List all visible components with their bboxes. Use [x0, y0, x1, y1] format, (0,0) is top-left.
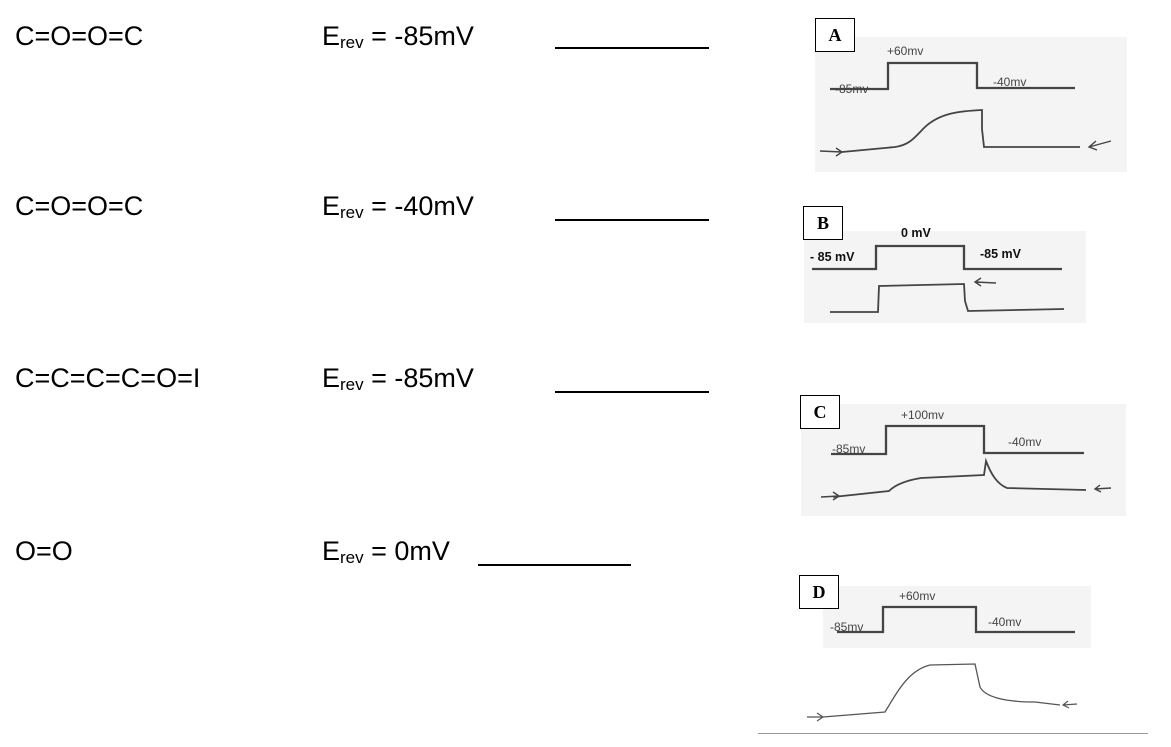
right-arrow-icon	[1087, 140, 1112, 151]
current-trace	[830, 283, 1065, 313]
panel-letter-a: A	[815, 18, 855, 52]
right-arrow-icon	[1061, 700, 1078, 709]
label-holding-potential: -85mv	[830, 620, 864, 634]
reversal-potential-4: Erev = 0mV	[322, 535, 450, 574]
erev-subscript: rev	[340, 375, 364, 394]
erev-value: = -40mV	[363, 191, 474, 221]
label-holding-potential: -85mv	[835, 82, 869, 96]
answer-blank-4[interactable]	[478, 564, 631, 566]
reversal-potential-1: Erev = -85mV	[322, 20, 474, 59]
erev-subscript: rev	[340, 548, 364, 567]
panel-d-current	[807, 663, 1078, 722]
erev-subscript: rev	[340, 33, 364, 52]
label-after-potential: -40mv	[1008, 435, 1042, 449]
panel-b-traces	[812, 244, 1065, 313]
erev-prefix: E	[322, 191, 341, 221]
erev-prefix: E	[322, 363, 341, 393]
left-arrow-icon	[820, 491, 841, 501]
panel-letter-d: D	[799, 575, 839, 609]
panel-a-background: +60mv -85mv -40mv	[815, 37, 1127, 172]
formula-3: C=C=C=C=O=I	[15, 363, 201, 393]
panel-c-background: +100mv -85mv -40mv	[801, 404, 1126, 516]
panel-a-traces	[819, 61, 1112, 157]
label-step-potential: +100mv	[901, 408, 945, 422]
label-after-potential: -85 mV	[980, 247, 1021, 261]
voltage-step-protocol	[837, 605, 1075, 634]
label-step-potential: +60mv	[887, 44, 924, 58]
label-step-potential: 0 mV	[901, 226, 931, 240]
erev-prefix: E	[322, 21, 341, 51]
panel-c-traces	[820, 424, 1112, 501]
current-trace	[841, 109, 1080, 153]
right-arrow-icon	[1093, 484, 1112, 493]
label-holding-potential: - 85 mV	[810, 250, 855, 264]
formula-4: O=O	[15, 536, 73, 566]
left-arrow-icon	[807, 712, 825, 722]
label-after-potential: -40mv	[988, 615, 1022, 629]
label-step-potential: +60mv	[899, 589, 936, 603]
answer-blank-2[interactable]	[555, 219, 709, 221]
erev-prefix: E	[322, 536, 341, 566]
answer-blank-3[interactable]	[555, 391, 709, 393]
panel-d-voltage	[837, 605, 1075, 634]
panel-d-background: +60mv -85mv -40mv	[823, 586, 1091, 648]
erev-subscript: rev	[340, 203, 364, 222]
answer-blank-1[interactable]	[555, 47, 709, 49]
panel-letter-c: C	[800, 395, 840, 429]
voltage-step-protocol	[830, 61, 1075, 91]
voltage-step-protocol	[812, 244, 1062, 271]
formula-2: C=O=O=C	[15, 191, 144, 221]
reversal-potential-2: Erev = -40mV	[322, 190, 474, 229]
formula-1: C=O=O=C	[15, 21, 144, 51]
voltage-step-protocol	[831, 424, 1084, 456]
bottom-divider	[758, 733, 1148, 734]
erev-value: = -85mV	[363, 363, 474, 393]
reversal-potential-3: Erev = -85mV	[322, 362, 474, 401]
erev-value: = 0mV	[363, 536, 450, 566]
panel-letter-b: B	[803, 206, 843, 240]
label-after-potential: -40mv	[993, 75, 1027, 89]
left-arrow-icon	[973, 277, 997, 287]
label-holding-potential: -85mv	[832, 442, 866, 456]
left-arrow-icon	[819, 147, 844, 157]
current-trace	[822, 663, 1061, 718]
current-trace	[832, 457, 1087, 498]
erev-value: = -85mV	[363, 21, 474, 51]
panel-b-background: 0 mV - 85 mV -85 mV	[804, 226, 1086, 323]
